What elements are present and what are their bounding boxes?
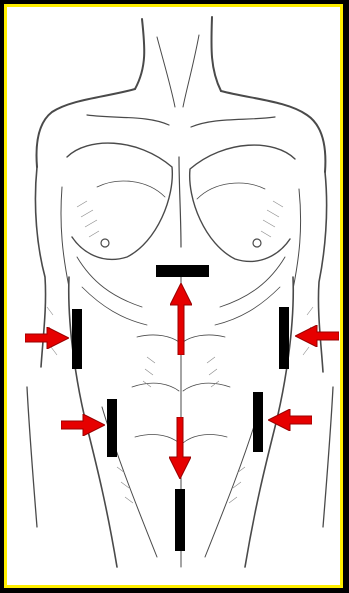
left-arrow-icon — [295, 325, 339, 347]
upper-midline-incision-bar — [156, 265, 209, 277]
figure-panel — [4, 4, 343, 588]
left-upper-flank-incision-bar — [72, 309, 82, 369]
right-upper-flank-incision-bar — [279, 307, 289, 369]
right-lower-flank-incision-bar — [253, 392, 263, 452]
left-arrow-icon — [268, 409, 312, 431]
lower-midline-incision-bar — [175, 489, 185, 551]
right-arrow-icon — [25, 327, 69, 349]
left-lower-flank-incision-bar — [107, 399, 117, 457]
down-arrow-icon — [169, 417, 191, 479]
right-arrow-icon — [61, 414, 105, 436]
up-arrow-icon — [170, 283, 192, 355]
